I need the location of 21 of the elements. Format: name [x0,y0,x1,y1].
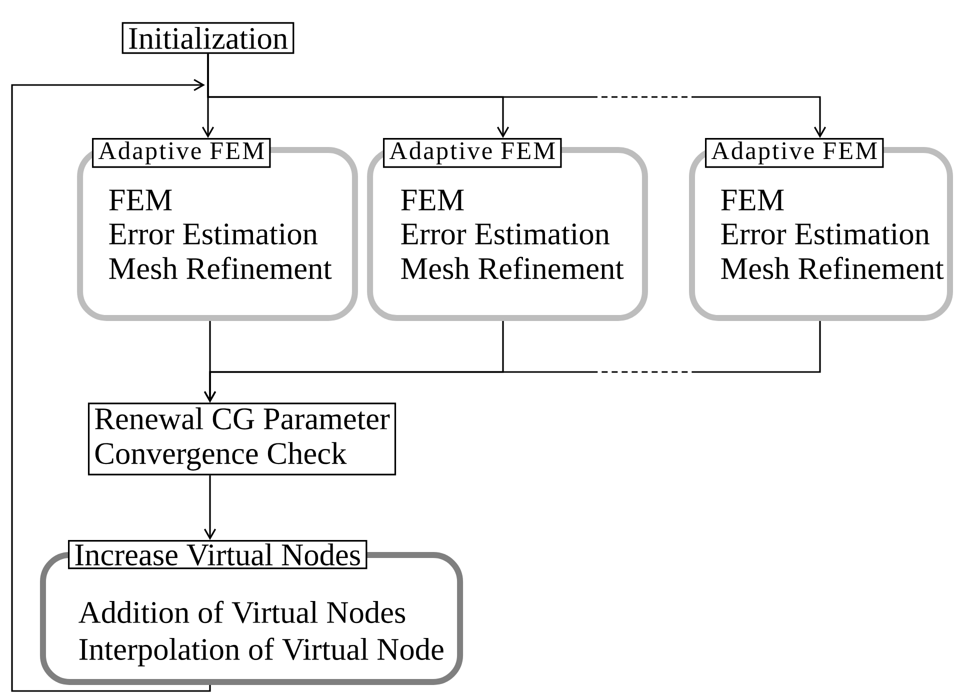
body-text: Error Estimation [401,223,610,245]
header-box: Adaptive FEM [92,138,271,168]
body-text: FEM [109,190,172,210]
arrow [204,475,216,540]
header-box: Increase Virtual Nodes [68,540,368,570]
arrow [204,321,821,403]
body-text: Error Estimation [109,223,318,245]
arrow [11,78,211,692]
process-box: Renewal CG Parameter Convergence Check [88,402,396,476]
body-text: Interpolation of Virtual Node [79,638,444,666]
body-text: Mesh Refinement [401,256,624,280]
body-text: Addition of Virtual Nodes [78,600,406,624]
body-text: Mesh Refinement [721,256,944,280]
header-box: Adaptive FEM [383,138,562,168]
body-text: Mesh Refinement [109,256,332,280]
body-text: Error Estimation [721,223,930,245]
body-text: FEM [721,190,784,210]
header-box: Adaptive FEM [705,138,884,168]
arrow [207,54,826,138]
process-box: Initialization [122,22,294,54]
body-text: FEM [401,190,464,210]
